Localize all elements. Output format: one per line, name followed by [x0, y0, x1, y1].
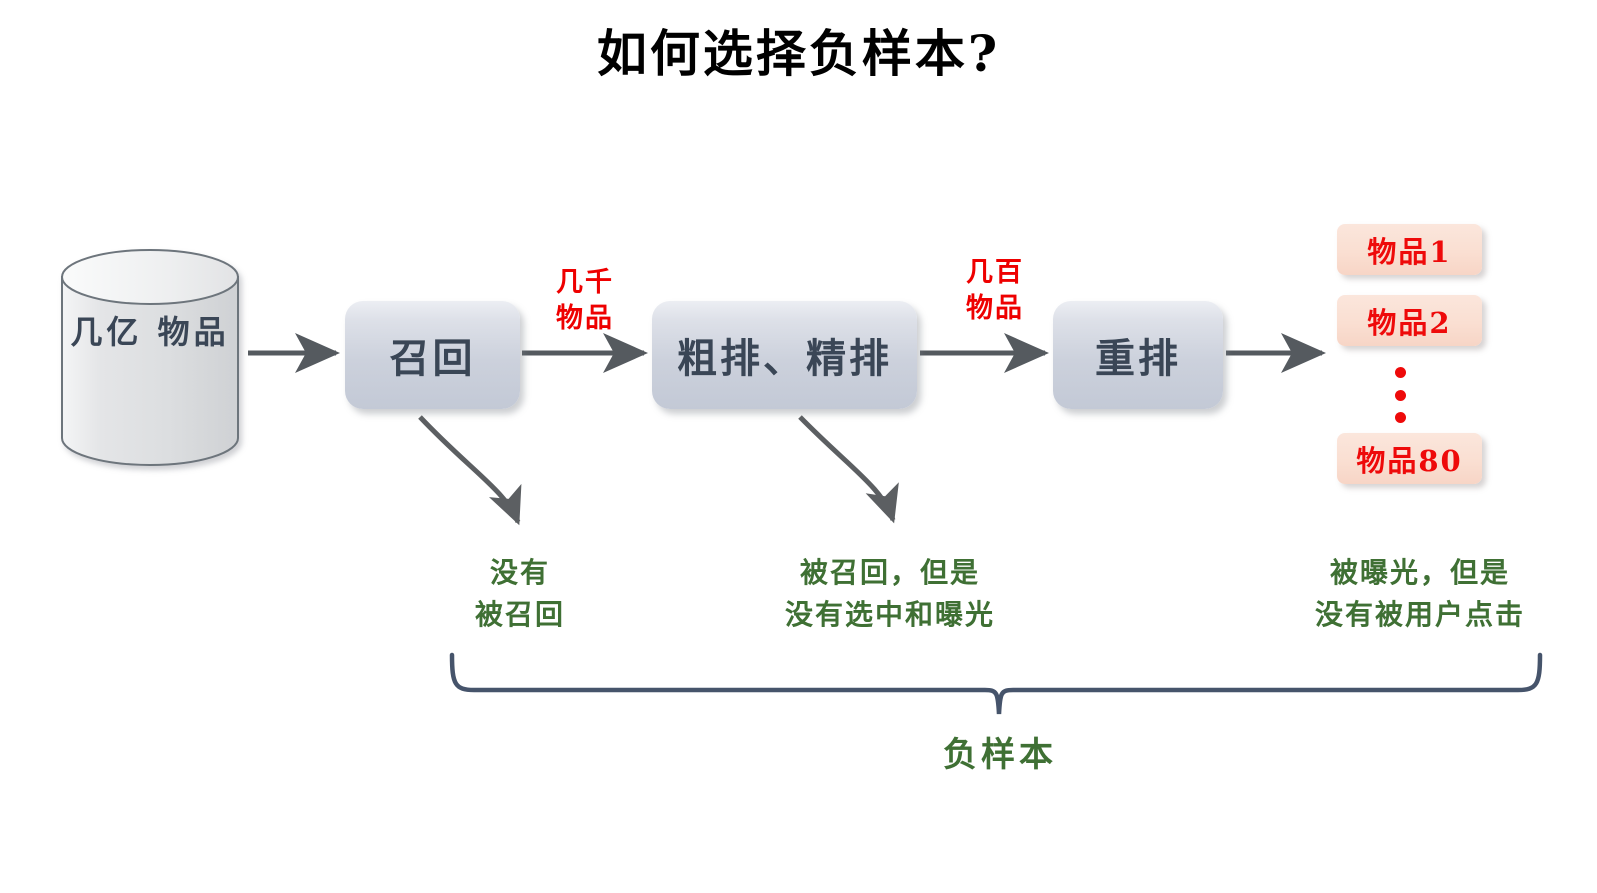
note-not-recalled: 没有 被召回	[474, 556, 565, 631]
stage-box-recall[interactable]: 召回	[345, 301, 520, 409]
negative-sample-brace	[449, 652, 1543, 715]
ellipsis-dot	[1394, 367, 1406, 378]
flow-count-after-rank: 几百 物品	[966, 257, 1024, 324]
stage-label-rerank: 重排	[1095, 335, 1181, 382]
stage-label-recall: 召回	[389, 335, 476, 382]
result-item-label: 物品80	[1356, 443, 1463, 478]
ellipsis-dot	[1394, 412, 1406, 423]
ellipsis-dot	[1394, 389, 1406, 401]
brace-label-negative-samples: 负样本	[943, 735, 1057, 775]
result-item-1[interactable]: 物品1	[1337, 224, 1482, 275]
stage-box-rerank[interactable]: 重排	[1053, 301, 1223, 409]
curve-not-recalled	[418, 415, 522, 526]
note-recalled-not-exposed: 被召回，但是 没有选中和曝光	[784, 556, 995, 631]
note-exposed-not-clicked: 被曝光，但是 没有被用户点击	[1314, 556, 1525, 631]
vertical-ellipsis-icon	[1393, 367, 1407, 423]
page-title: 如何选择负样本?	[596, 24, 1001, 83]
result-item-label: 物品2	[1367, 305, 1452, 340]
result-item-80[interactable]: 物品80	[1337, 433, 1482, 484]
stage-box-rank[interactable]: 粗排、精排	[652, 301, 917, 409]
flow-count-after-recall: 几千 物品	[556, 267, 614, 334]
item-pool-cylinder	[61, 249, 239, 466]
stage-label-rank: 粗排、精排	[677, 335, 892, 382]
result-item-label: 物品1	[1367, 234, 1452, 269]
curve-recalled-not-exposed	[798, 415, 899, 524]
item-pool-label: 几亿 物品	[70, 313, 230, 351]
result-item-2[interactable]: 物品2	[1337, 295, 1482, 346]
annotation-arrows	[418, 415, 899, 526]
